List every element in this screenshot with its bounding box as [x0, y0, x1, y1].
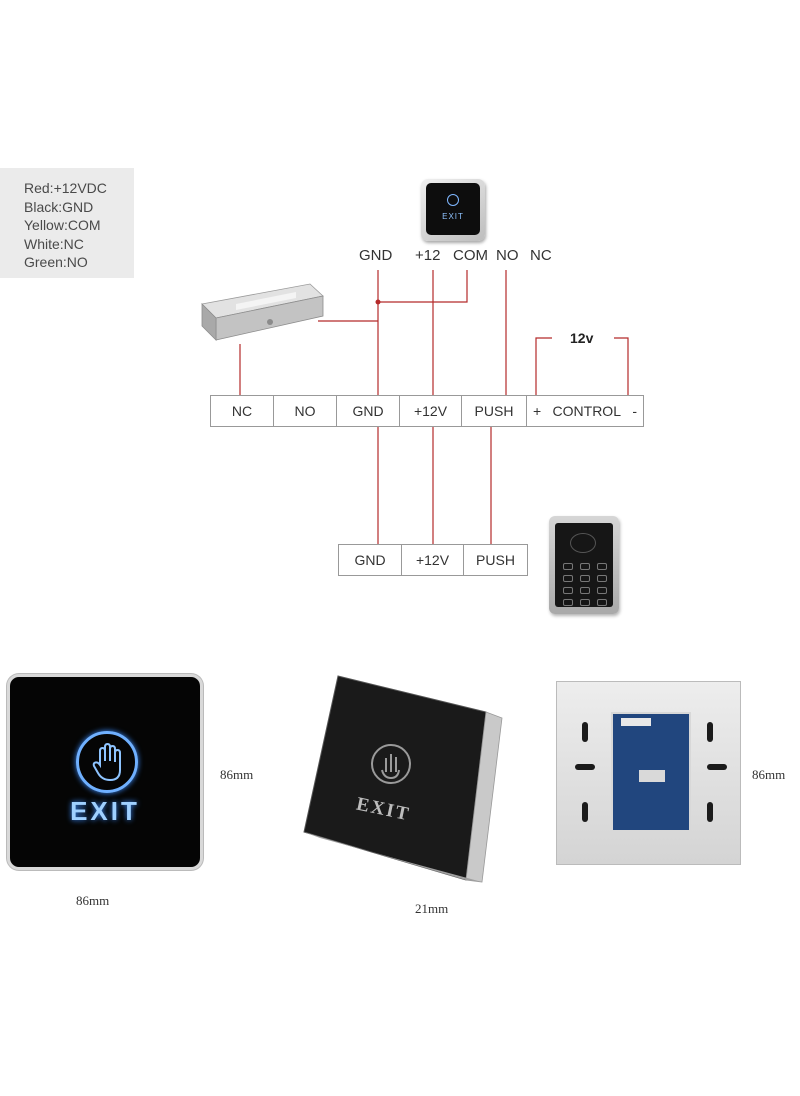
control-minus: -	[632, 403, 637, 419]
exit-label-gnd: GND	[359, 247, 393, 264]
controller-terminal-block: NC NO GND +12V PUSH + CONTROL -	[210, 395, 644, 427]
terminal-gnd: GND	[337, 396, 400, 426]
keypad-terminal-block: GND +12V PUSH	[338, 544, 528, 576]
wire-color-legend: Red:+12VDC Black:GND Yellow:COM White:NC…	[0, 168, 134, 278]
junction-dot	[375, 299, 381, 305]
dimension-front-width: 86mm	[76, 893, 110, 908]
legend-green: Green:NO	[24, 254, 88, 270]
wire-control-minus	[614, 337, 629, 396]
exit-button-angled-view	[303, 675, 503, 883]
terminal-no: NO	[274, 396, 337, 426]
exit-button-front-view: EXIT	[7, 674, 203, 870]
keypad-terminal-gnd: GND	[339, 545, 402, 575]
legend-white: White:NC	[24, 235, 84, 252]
exit-button-back-view	[556, 681, 741, 865]
terminal-nc: NC	[211, 396, 274, 426]
dimension-front-height: 86mm	[220, 767, 254, 782]
terminal-control: + CONTROL -	[527, 396, 643, 426]
control-plus: +	[533, 403, 542, 419]
control-label: CONTROL	[552, 403, 621, 419]
hand-icon	[447, 194, 459, 206]
keypad-terminal-push: PUSH	[476, 552, 515, 568]
exit-label-no: NO	[496, 247, 519, 264]
exit-button-thumbnail: EXIT	[421, 179, 485, 241]
wire-control-plus	[535, 337, 552, 396]
terminal-12v: +12V	[400, 396, 462, 426]
magnetic-lock-icon	[201, 283, 324, 341]
exit-label-com: COM	[453, 247, 488, 264]
access-keypad-icon	[549, 516, 619, 614]
terminal-push: PUSH	[462, 396, 527, 426]
dimension-depth: 21mm	[415, 901, 449, 916]
keypad-terminal-12v: +12V	[402, 545, 464, 575]
exit-label-small: EXIT	[442, 212, 464, 221]
legend-black: Black:GND	[24, 198, 94, 215]
exit-label: EXIT	[70, 796, 140, 826]
card-reader-icon	[570, 533, 596, 553]
legend-red: Red:+12VDC	[24, 180, 107, 196]
dimension-back-height: 86mm	[752, 767, 786, 782]
wire-com	[378, 270, 468, 303]
legend-yellow: Yellow:COM	[24, 217, 101, 233]
circuit-board	[611, 712, 691, 832]
exit-label-nc: NC	[530, 247, 552, 264]
power-12v-label: 12v	[570, 330, 594, 346]
exit-label-12: +12	[415, 247, 441, 264]
hand-icon	[76, 731, 138, 793]
